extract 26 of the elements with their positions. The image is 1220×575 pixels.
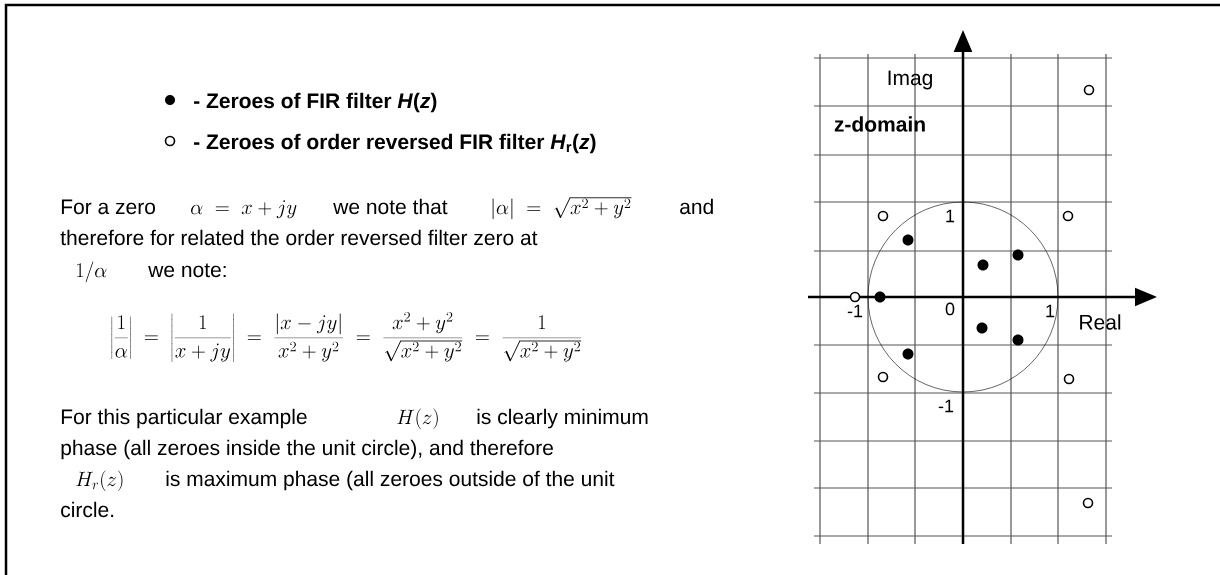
- paragraph-text: For a zero: [61, 199, 155, 215]
- tick-label: 1: [946, 209, 955, 223]
- axis-label: Imag: [888, 70, 932, 90]
- paragraph-text: is maximum phase (all zeroes outside of the unit: [166, 470, 615, 491]
- paragraph-text: we note that: [333, 198, 448, 215]
- math-formula: $\left|\frac{1}{\alpha}\right|\;=\;\left|\frac{1}{x+jy}\right|\;=\;\frac{|x-jy|}{x^2+y^2}\;=\;\frac{x^2+y^2}{\sqrt{x^2+y^2}}\;=\;\frac{1}{\sqrt{x^2+y^2}}$: [111, 311, 582, 363]
- legend-text: - Zeroes of FIR filter H(z): [194, 92, 437, 113]
- paragraph-text: is clearly minimum: [477, 408, 648, 429]
- plot-title: z-domain: [834, 116, 925, 132]
- paragraph-text: we note:: [148, 263, 226, 278]
- paragraph-text: For this particular example: [61, 408, 307, 429]
- tick-label: 1: [1046, 304, 1055, 318]
- math-formula: $|\alpha|\;=\;\sqrt{x^2+y^2}$: [492, 197, 632, 220]
- tick-label: -1: [847, 304, 863, 318]
- math-formula: $\alpha\;=\;x+jy$: [191, 200, 297, 219]
- paragraph-text: and: [680, 198, 713, 215]
- tick-label: -1: [938, 399, 954, 413]
- paragraph-text: therefore for related the order reversed filter zero at: [60, 229, 538, 246]
- legend-text: - Zeroes of order reversed FIR filter H$_{r}$(z): [194, 133, 596, 154]
- math-formula: $H_r(z)$: [76, 470, 123, 492]
- paragraph-text: phase (all zeroes inside the unit circle), and therefore: [61, 439, 553, 460]
- math-formula: $H(z)$: [397, 408, 438, 430]
- axis-label: Real: [1080, 314, 1121, 330]
- math-formula: $1/\alpha$: [77, 261, 107, 283]
- tick-label: 0: [945, 302, 955, 316]
- paragraph-text: circle.: [61, 501, 114, 518]
